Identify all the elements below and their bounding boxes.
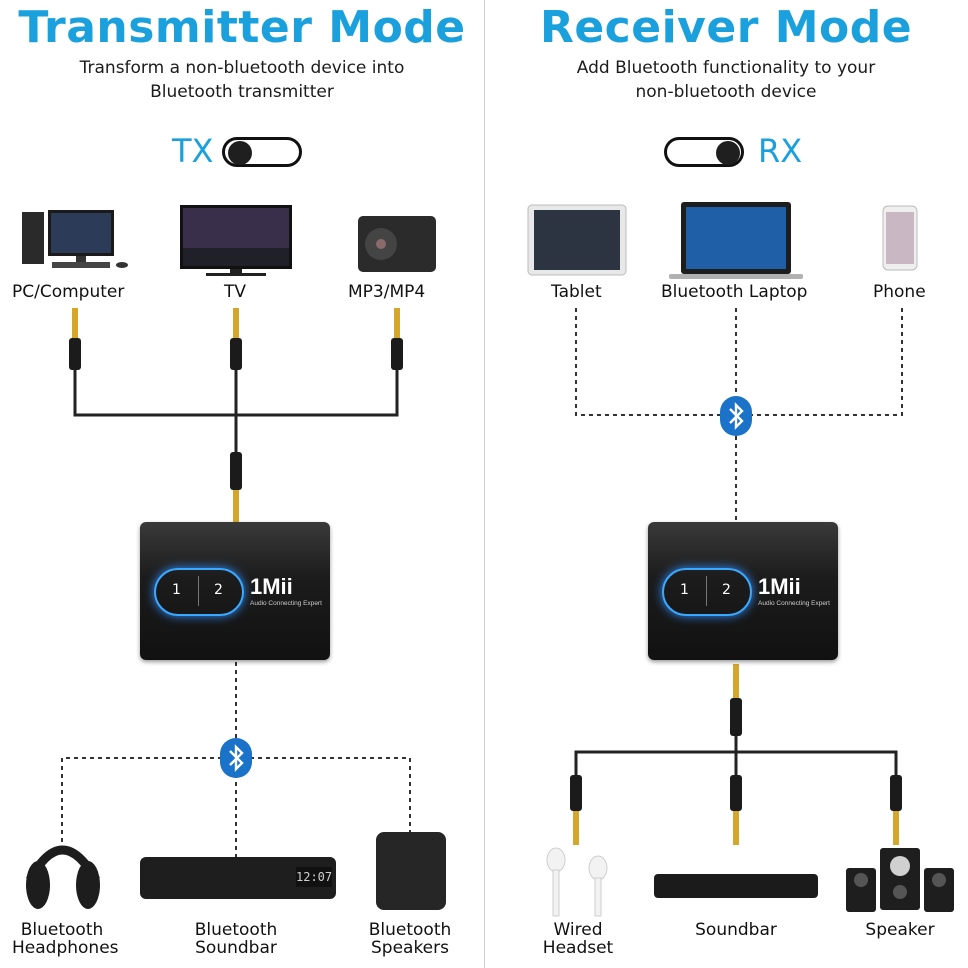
transmitter-subtitle: Transform a non-bluetooth device into Bl… — [40, 56, 444, 104]
mp3-player-icon — [358, 216, 436, 272]
transmitter-subtitle-line1: Transform a non-bluetooth device into — [79, 58, 405, 78]
output-label-speaker: Speaker — [865, 920, 935, 940]
rx-toggle[interactable] — [664, 137, 744, 167]
tx-label: TX — [172, 132, 214, 170]
unit-button-1-rx[interactable]: 1 — [680, 582, 689, 598]
rx-label: RX — [758, 132, 803, 170]
output-label-speakers: Bluetooth Speakers — [360, 921, 460, 957]
output-label-soundbar-rx: Soundbar — [695, 920, 777, 940]
panel-divider — [484, 0, 485, 968]
source-label-tablet: Tablet — [551, 282, 602, 302]
output-label-speakers-line1: Bluetooth — [368, 920, 452, 940]
pc-computer-icon — [22, 210, 128, 268]
tv-icon — [180, 205, 292, 276]
output-label-soundbar-line2: Soundbar — [195, 938, 277, 958]
unit-button-separator — [198, 576, 199, 606]
receiver-subtitle-line1: Add Bluetooth functionality to your — [576, 58, 876, 78]
rx-toggle-knob — [716, 141, 740, 165]
tx-toggle-knob — [228, 141, 252, 165]
receiver-panel: Receiver Mode Add Bluetooth functionalit… — [484, 0, 968, 968]
unit-button-2-rx[interactable]: 2 — [722, 582, 731, 598]
laptop-icon — [669, 202, 803, 279]
receiver-wiring — [527, 202, 954, 917]
output-label-soundbar: Bluetooth Soundbar — [186, 921, 286, 957]
transmitter-title: Transmitter Mode — [18, 2, 466, 53]
aux-plug-tv — [230, 308, 242, 370]
phone-icon — [882, 205, 918, 271]
unit-buttons: 1 2 — [154, 568, 244, 616]
receiver-title: Receiver Mode — [539, 2, 913, 53]
transmitter-subtitle-line2: Bluetooth transmitter — [150, 82, 334, 102]
output-label-headphones: Bluetooth Headphones — [12, 920, 119, 958]
soundbar-icon-rx — [654, 874, 818, 898]
aux-plug-headset — [570, 775, 582, 845]
receiver-subtitle: Add Bluetooth functionality to your non-… — [524, 56, 928, 104]
unit-button-separator-rx — [706, 576, 707, 606]
aux-plug-unit-rx — [730, 664, 742, 736]
aux-plug-soundbar — [730, 775, 742, 845]
aux-plug-unit — [230, 452, 242, 522]
brand-logo-rx: 1Mii — [758, 574, 801, 599]
output-label-headphones-line1: Bluetooth — [20, 920, 104, 940]
wired-headset-icon — [546, 847, 608, 917]
unit-buttons-rx: 1 2 — [662, 568, 752, 616]
output-label-wired-headset-line2: Headset — [542, 938, 614, 958]
output-label-wired-headset-line1: Wired — [553, 920, 603, 940]
receiver-subtitle-line2: non-bluetooth device — [635, 82, 817, 102]
source-label-pc: PC/Computer — [12, 282, 125, 302]
headphones-cups — [26, 861, 100, 909]
source-label-mp3: MP3/MP4 — [348, 282, 426, 302]
output-label-soundbar-line1: Bluetooth — [194, 920, 278, 940]
brand-tagline-rx: Audio Connecting Expert — [758, 600, 830, 607]
output-label-headphones-line2: Headphones — [12, 938, 119, 958]
unit-button-2[interactable]: 2 — [214, 582, 223, 598]
brand-logo: 1Mii — [250, 574, 293, 599]
brand-tagline: Audio Connecting Expert — [250, 600, 322, 607]
output-label-speakers-line2: Speakers — [370, 938, 449, 958]
transmitter-panel: Transmitter Mode Transform a non-bluetoo… — [12, 2, 466, 958]
source-label-phone: Phone — [873, 282, 926, 302]
aux-plug-speaker — [890, 775, 902, 845]
tablet-icon — [527, 204, 627, 276]
transmitter-unit: 1 2 1Mii Audio Connecting Expert — [140, 522, 330, 660]
receiver-unit: 1 2 1Mii Audio Connecting Expert — [648, 522, 838, 660]
soundbar-display: 12:07 — [296, 867, 332, 887]
bluetooth-icon-rx — [720, 396, 752, 436]
speaker-system-icon — [846, 848, 954, 912]
bluetooth-icon — [220, 738, 252, 778]
aux-plug-pc — [69, 308, 81, 370]
unit-button-1[interactable]: 1 — [172, 582, 181, 598]
output-label-wired-headset: Wired Headset — [528, 921, 628, 957]
transmitter-wiring — [22, 205, 446, 910]
soundbar-icon — [140, 857, 336, 899]
source-label-laptop: Bluetooth Laptop — [661, 282, 808, 302]
speaker-icon — [376, 832, 446, 910]
tx-toggle[interactable] — [222, 137, 302, 167]
source-label-tv: TV — [224, 282, 247, 302]
aux-plug-mp3 — [391, 308, 403, 370]
